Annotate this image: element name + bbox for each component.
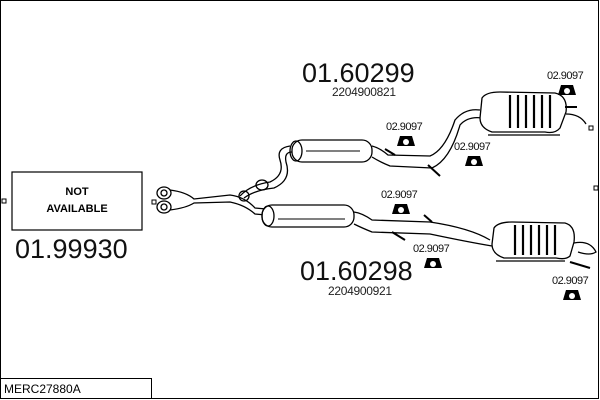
- hanger-number: 02.9097: [454, 141, 491, 153]
- hanger-number: 02.9097: [552, 275, 589, 287]
- front-part-number[interactable]: 01.99930: [15, 234, 128, 264]
- lower-exhaust-line: [261, 204, 597, 269]
- hanger-number: 02.9097: [381, 189, 418, 201]
- upper-muffler-number[interactable]: 01.60299: [302, 58, 415, 88]
- right-connector: [593, 185, 599, 191]
- hanger-number: 02.9097: [413, 243, 450, 255]
- hanger-number: 02.9097: [547, 70, 584, 82]
- hanger-number: 02.9097: [386, 121, 423, 133]
- upper-muffler-oem: 2204900821: [332, 85, 396, 99]
- reference-code: MERC27880A: [4, 382, 81, 396]
- not-available-line2: AVAILABLE: [46, 203, 107, 215]
- lower-muffler-number[interactable]: 01.60298: [300, 256, 413, 286]
- lower-muffler-oem: 2204900921: [328, 284, 392, 298]
- hanger[interactable]: 02.9097: [552, 275, 589, 300]
- front-y-pipe: [156, 145, 301, 219]
- front-part-not-available[interactable]: NOT AVAILABLE: [11, 171, 143, 231]
- not-available-line1: NOT: [65, 186, 89, 198]
- hanger[interactable]: 02.9097: [413, 243, 450, 268]
- hanger[interactable]: 02.9097: [454, 141, 491, 166]
- front-connector: [151, 199, 157, 205]
- hanger[interactable]: 02.9097: [381, 189, 418, 214]
- hanger[interactable]: 02.9097: [386, 121, 423, 146]
- upper-exhaust-line: [289, 91, 594, 177]
- reference-label: MERC27880A: [0, 378, 152, 399]
- hanger[interactable]: 02.9097: [547, 70, 584, 95]
- left-connector: [1, 198, 7, 204]
